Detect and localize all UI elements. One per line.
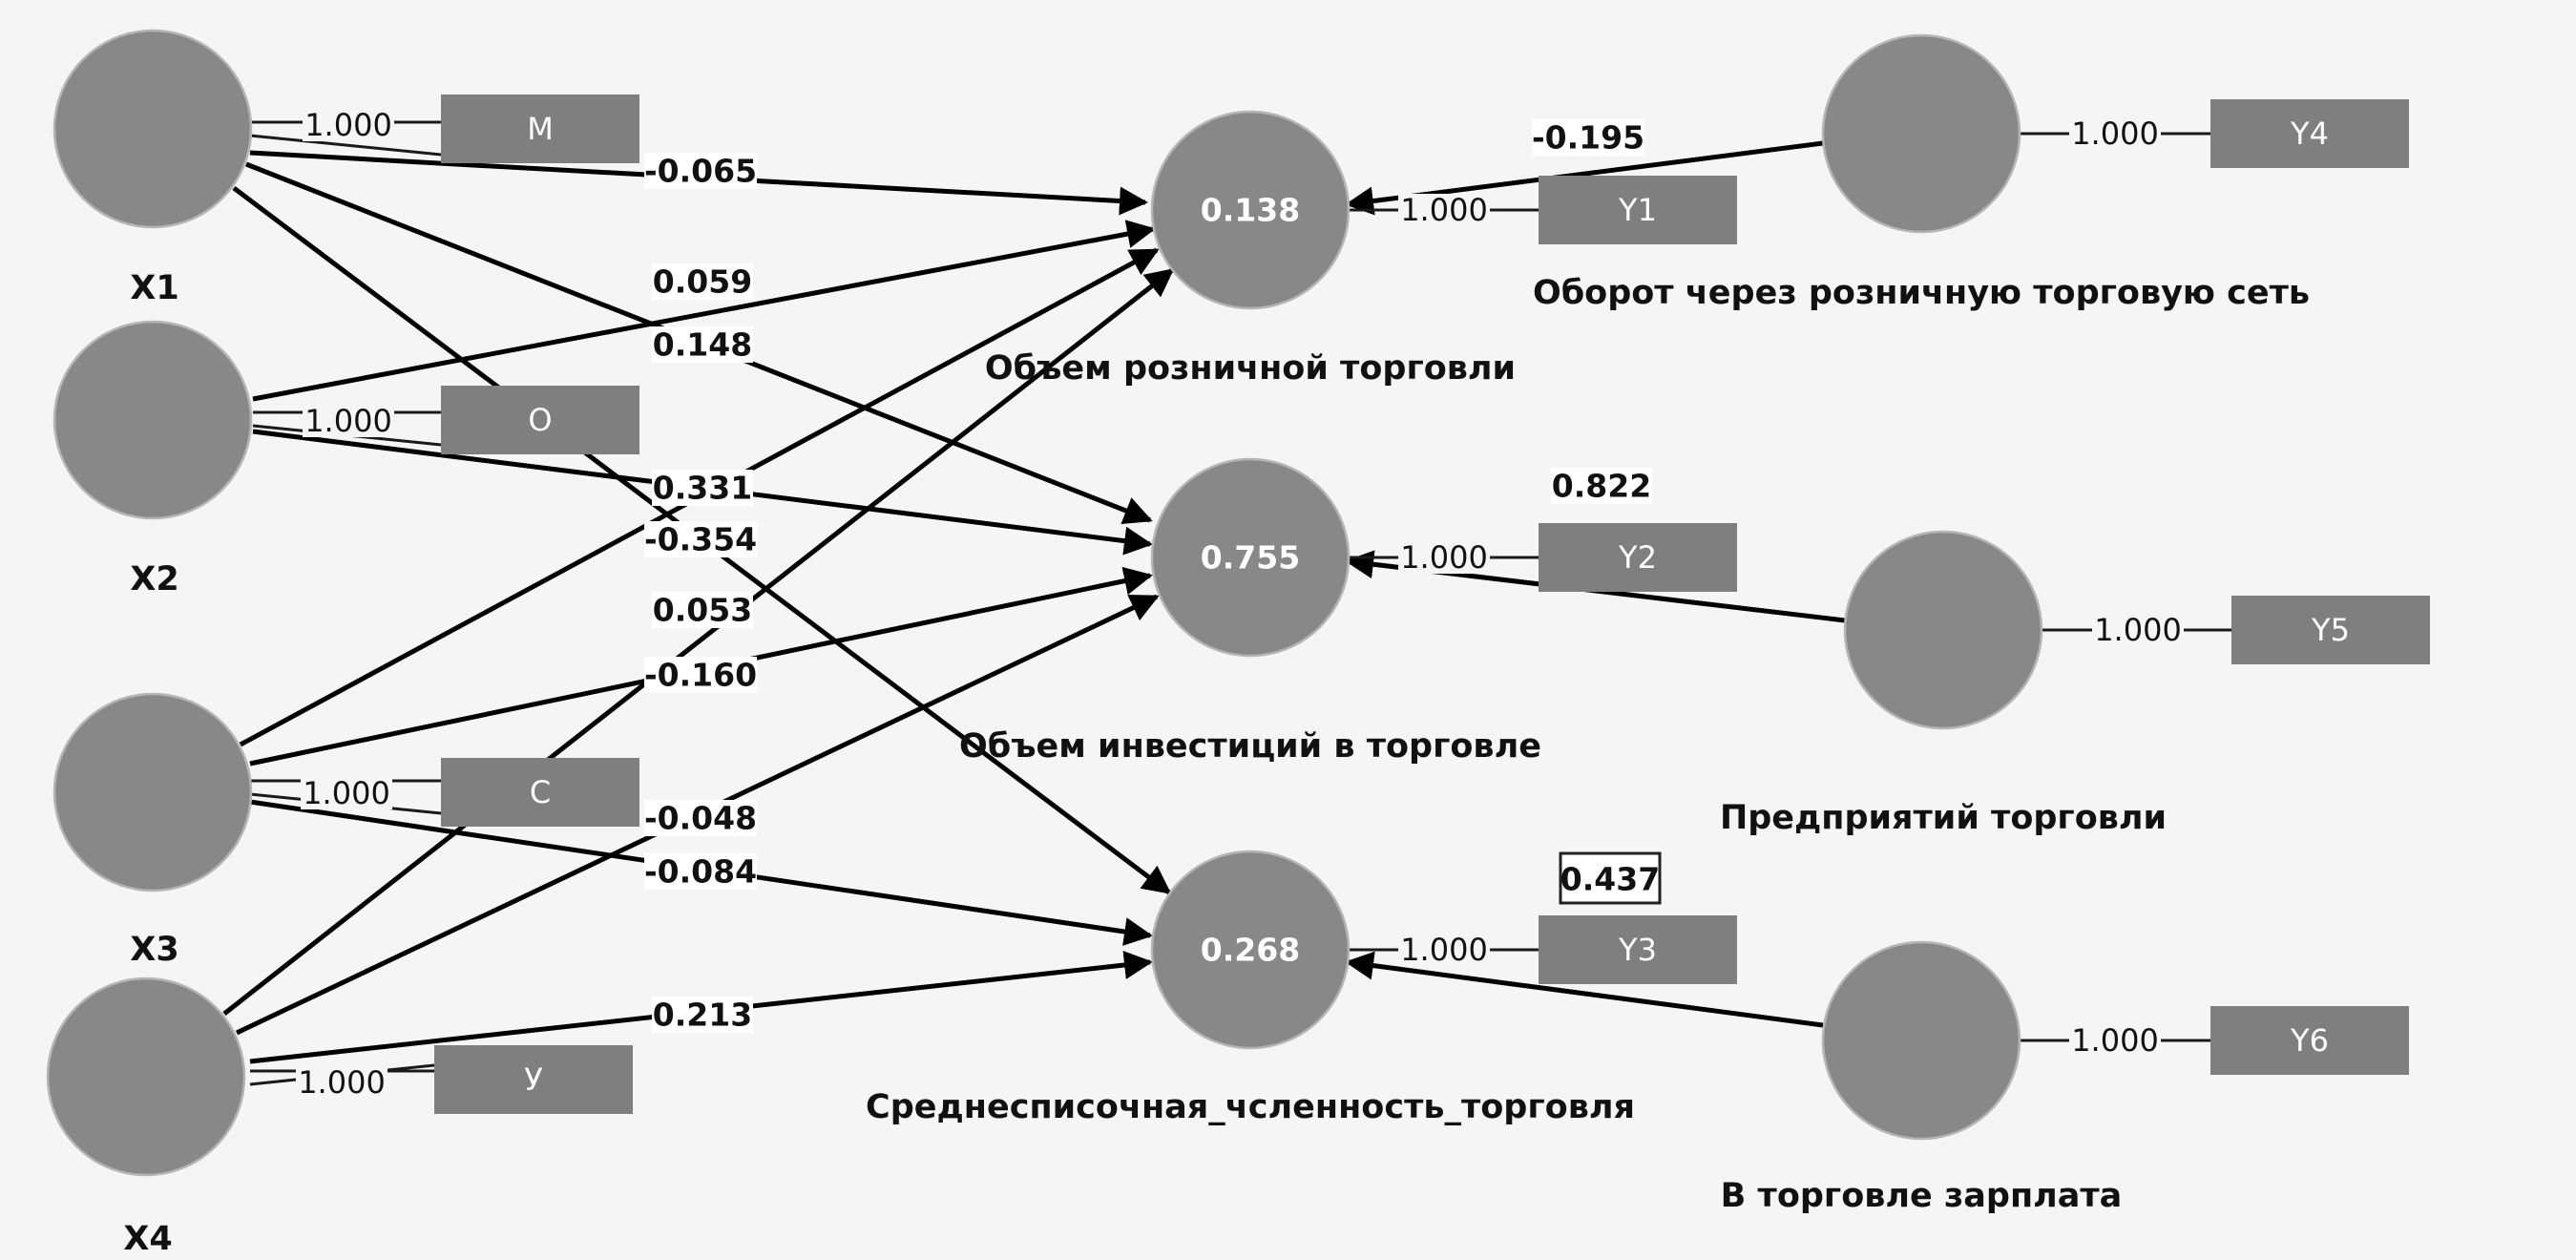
coef-r1-e1: -0.195 [1532, 119, 1644, 157]
label-e1: Объем розничной торговли [985, 349, 1516, 388]
path-x4-e1 [222, 268, 1175, 1016]
coef-x3-e2: -0.160 [644, 657, 757, 694]
loading-value-y5: 1.000 [2094, 612, 2182, 648]
indicator-u[interactable]: У [434, 1045, 633, 1114]
label-r3: В торговле зарплата [1721, 1177, 2123, 1215]
r2-e1: 0.138 [1201, 192, 1300, 229]
svg-text:Y2: Y2 [1618, 539, 1657, 576]
latent-labels: X1 X2 X3 X4 Объем розничной торговли Объ… [123, 269, 2310, 1258]
coef-x3-e3: -0.084 [644, 853, 757, 891]
label-e3: Среднесписочная_чсленность_торговля [866, 1088, 1635, 1126]
label-x2: X2 [130, 560, 178, 598]
label-e2: Объем инвестиций в торговле [959, 727, 1541, 766]
label-x1: X1 [130, 269, 178, 307]
label-x3: X3 [130, 931, 178, 969]
svg-text:С: С [530, 774, 551, 810]
indicator-y5[interactable]: Y5 [2231, 596, 2430, 664]
path-r3-e3 [1345, 951, 1824, 1028]
latent-r1[interactable] [1821, 33, 2021, 234]
label-r1: Оборот через розничную торговую сеть [1533, 274, 2310, 312]
svg-text:Y3: Y3 [1618, 932, 1657, 968]
latent-x3[interactable] [52, 692, 253, 892]
path-x2-e1 [252, 220, 1156, 402]
svg-text:У: У [524, 1061, 543, 1098]
coef-x2-e1: 0.059 [653, 263, 752, 301]
latent-e2[interactable] [1150, 457, 1351, 658]
indicator-m[interactable]: М [441, 94, 639, 163]
latent-x4[interactable] [46, 976, 246, 1177]
coef-x1-e3: -0.354 [644, 521, 757, 558]
coef-x3-e1: 0.053 [653, 592, 752, 629]
latent-r3[interactable] [1821, 940, 2021, 1141]
indicator-y6[interactable]: Y6 [2210, 1006, 2409, 1075]
latent-e1[interactable] [1150, 110, 1351, 310]
indicators: М О С У Y1 Y2 Y3 Y4 [434, 94, 2430, 1114]
svg-text:Y4: Y4 [2290, 116, 2329, 152]
coef-r2-e2: 0.822 [1552, 468, 1651, 505]
loading-line-x1b [249, 134, 442, 157]
coef-x1-e1: -0.065 [644, 153, 757, 190]
r2-e2: 0.755 [1201, 539, 1300, 577]
path-coefficients: -0.065 0.059 0.148 0.331 -0.354 0.053 -0… [644, 119, 1662, 1034]
latent-x2[interactable] [52, 320, 253, 520]
loading-value-x2: 1.000 [304, 403, 392, 439]
loading-value-y1: 1.000 [1400, 192, 1488, 228]
loading-value-x3: 1.000 [303, 775, 390, 811]
r2-e3: 0.268 [1201, 932, 1300, 969]
svg-text:М: М [527, 111, 554, 147]
loading-value-y2: 1.000 [1400, 539, 1488, 576]
label-x4: X4 [123, 1220, 172, 1258]
indicator-y1[interactable]: Y1 [1539, 176, 1737, 244]
coef-x1-e2: 0.148 [653, 326, 752, 364]
coef-x2-e2: 0.331 [653, 470, 752, 507]
label-r2: Предприятий торговли [1720, 799, 2167, 837]
indicator-y2[interactable]: Y2 [1539, 523, 1737, 592]
loading-value-y6: 1.000 [2071, 1022, 2159, 1059]
latent-r2[interactable] [1843, 530, 2043, 730]
loading-value-y4: 1.000 [2071, 116, 2159, 152]
svg-text:Y1: Y1 [1618, 192, 1657, 228]
indicator-o[interactable]: О [441, 386, 639, 454]
coef-x4-e2: -0.048 [644, 800, 757, 837]
latent-variables: 0.138 0.755 0.268 [46, 29, 2043, 1177]
coef-x4-e3: 0.213 [653, 997, 752, 1034]
loading-value-y3: 1.000 [1400, 932, 1488, 968]
latent-x1[interactable] [52, 29, 253, 229]
svg-text:О: О [528, 402, 552, 438]
svg-text:Y5: Y5 [2311, 612, 2350, 648]
coef-r3-e3: 0.437 [1560, 861, 1660, 898]
loading-value-x4: 1.000 [298, 1064, 386, 1101]
loading-labels: 1.000 1.000 1.000 1.000 1.000 1.000 1.00… [296, 107, 2184, 1101]
svg-text:Y6: Y6 [2290, 1022, 2329, 1059]
indicator-c[interactable]: С [441, 758, 639, 827]
indicator-y4[interactable]: Y4 [2210, 99, 2409, 168]
latent-e3[interactable] [1150, 850, 1351, 1050]
loading-value-x1: 1.000 [304, 107, 392, 143]
indicator-y3[interactable]: Y3 [1539, 915, 1737, 984]
